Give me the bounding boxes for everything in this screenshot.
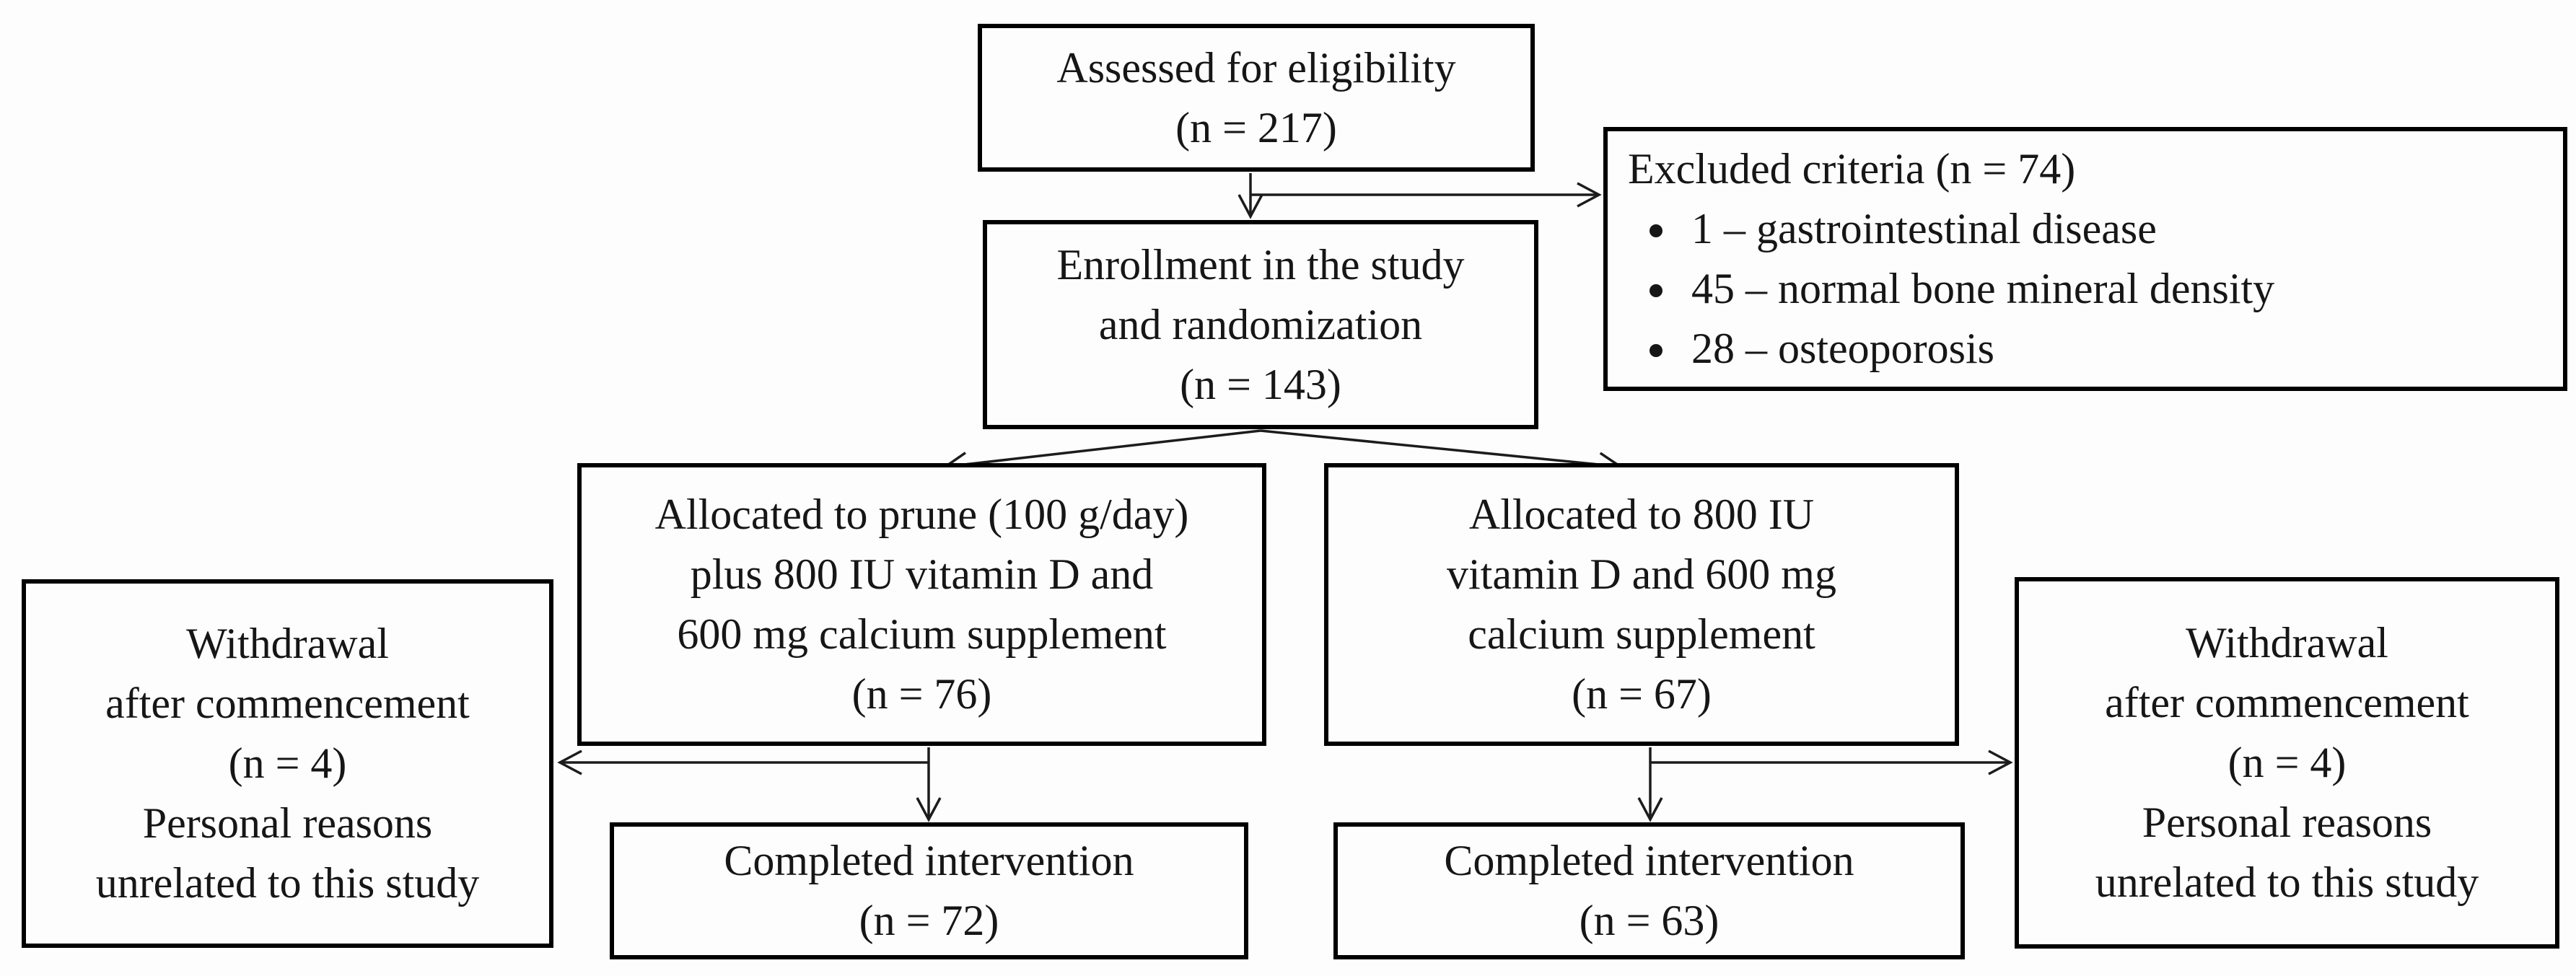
box-n-count: (n = 4) <box>2227 739 2347 786</box>
box-n-count: (n = 217) <box>1175 103 1337 151</box>
assessed-eligibility-box: Assessed for eligibility (n = 217) <box>978 24 1535 172</box>
excluded-criteria-box: Excluded criteria (n = 74) 1 – gastroint… <box>1603 127 2567 391</box>
box-n-count: (n = 76) <box>851 670 992 718</box>
excluded-item: 45 – normal bone mineral density <box>1680 259 2274 319</box>
arrow-enrollment-to-control-group <box>1260 429 1624 478</box>
box-text-line: Enrollment in the study <box>1056 240 1465 289</box>
box-n-count: (n = 143) <box>1180 360 1341 408</box>
excluded-item: 1 – gastrointestinal disease <box>1680 199 2274 259</box>
box-text-line: Withdrawal <box>186 620 389 667</box>
box-text-line: Personal reasons <box>2142 799 2432 846</box>
excluded-list: 1 – gastrointestinal disease 45 – normal… <box>1628 199 2274 379</box>
excluded-title: Excluded criteria (n = 74) <box>1628 145 2076 193</box>
allocated-control-group-box: Allocated to 800 IU vitamin D and 600 mg… <box>1324 463 1959 746</box>
box-text-line: unrelated to this study <box>2095 858 2479 906</box>
box-text-line: vitamin D and 600 mg <box>1447 550 1836 598</box>
box-text-line: 600 mg calcium supplement <box>677 610 1167 658</box>
box-text-line: Completed intervention <box>724 837 1134 884</box>
box-n-count: (n = 63) <box>1579 897 1719 944</box>
box-n-count: (n = 67) <box>1572 670 1712 718</box>
box-text-line: Withdrawal <box>2186 619 2388 667</box>
allocated-prune-group-box: Allocated to prune (100 g/day) plus 800 … <box>577 463 1266 746</box>
arrow-enrollment-to-prune-group <box>942 429 1261 478</box>
box-text-line: Assessed for eligibility <box>1056 43 1456 92</box>
box-text-line: Personal reasons <box>142 799 433 847</box>
box-text-line: Completed intervention <box>1444 837 1854 884</box>
box-text-line: Allocated to 800 IU <box>1468 491 1815 538</box>
withdrawal-left-box: Withdrawal after commencement (n = 4) Pe… <box>22 579 553 948</box>
excluded-item: 28 – osteoporosis <box>1680 319 2274 379</box>
box-text-line: Allocated to prune (100 g/day) <box>654 491 1189 538</box>
box-text-line: after commencement <box>2105 679 2469 726</box>
completed-intervention-left-box: Completed intervention (n = 72) <box>610 822 1248 959</box>
completed-intervention-right-box: Completed intervention (n = 63) <box>1333 822 1965 959</box>
box-text-line: and randomization <box>1098 300 1423 348</box>
box-text-line: after commencement <box>105 680 470 727</box>
enrollment-randomization-box: Enrollment in the study and randomizatio… <box>983 220 1538 429</box>
withdrawal-right-box: Withdrawal after commencement (n = 4) Pe… <box>2015 577 2559 949</box>
box-text-line: calcium supplement <box>1468 610 1815 658</box>
box-text-line: unrelated to this study <box>95 859 480 907</box>
box-n-count: (n = 4) <box>228 739 347 787</box>
box-text-line: plus 800 IU vitamin D and <box>690 550 1154 598</box>
box-n-count: (n = 72) <box>859 897 999 944</box>
